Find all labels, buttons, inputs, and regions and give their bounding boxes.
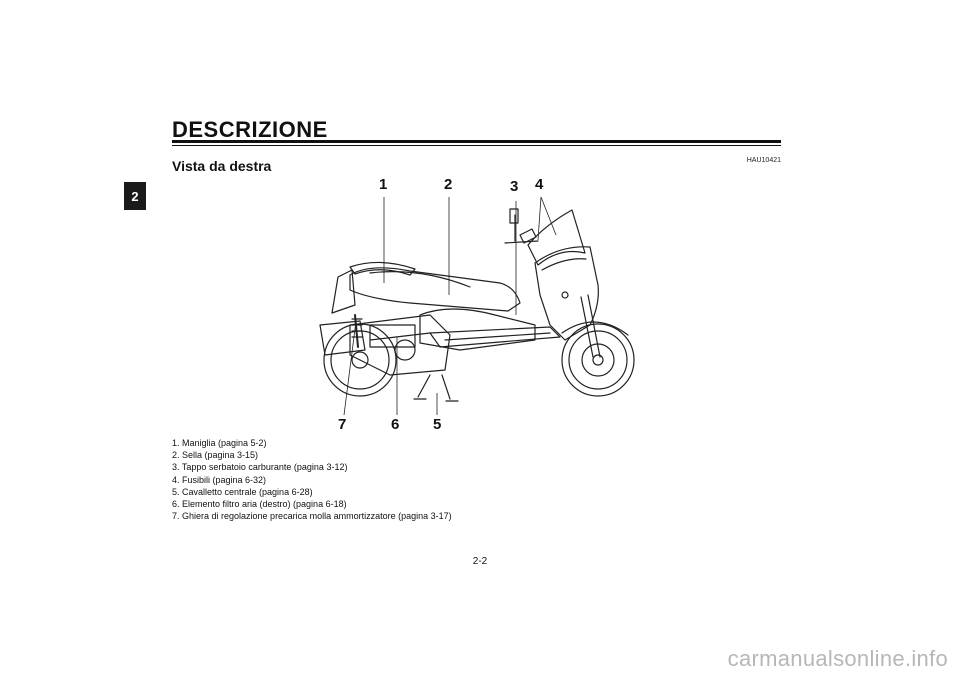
legend-item: 7. Ghiera di regolazione precarica molla… [172, 511, 452, 522]
page-number: 2-2 [472, 556, 488, 567]
legend-item: 4. Fusibili (pagina 6-32) [172, 474, 267, 485]
front-wheel [561, 323, 635, 397]
legend-item: 5. Cavalletto centrale (pagina 6-28) [172, 486, 313, 497]
legend-item: 3. Tappo serbatoio carburante (pagina 3-… [172, 462, 348, 473]
grab-rail [349, 261, 416, 276]
parts-legend: 1. Maniglia (pagina 5-2) 2. Sella (pagin… [172, 437, 452, 522]
document-code: HAU10421 [746, 157, 781, 164]
windscreen [527, 209, 586, 266]
callout-2: 2 [444, 176, 453, 193]
page-title: DESCRIZIONE [172, 117, 328, 142]
watermark: carmanualsonline.info [727, 646, 948, 671]
title-rule [172, 140, 781, 143]
callout-4: 4 [535, 176, 544, 193]
legend-item: 1. Maniglia (pagina 5-2) [172, 438, 267, 448]
center-stand [413, 374, 459, 402]
callout-6: 6 [391, 416, 400, 433]
muffler [319, 320, 366, 356]
chapter-tab: 2 [124, 182, 146, 210]
callout-3: 3 [510, 178, 519, 195]
legend-item: 2. Sella (pagina 3-15) [172, 450, 259, 461]
legend-item: 6. Elemento filtro aria (destro) (pagina… [172, 499, 347, 510]
callout-5: 5 [433, 416, 442, 433]
seat [349, 267, 521, 312]
scooter-illustration [319, 196, 635, 416]
section-subtitle: Vista da destra [172, 158, 272, 174]
title-rule-thin [172, 145, 781, 146]
callout-7: 7 [338, 416, 347, 433]
callout-1: 1 [379, 176, 388, 193]
air-filter-box [369, 324, 416, 348]
